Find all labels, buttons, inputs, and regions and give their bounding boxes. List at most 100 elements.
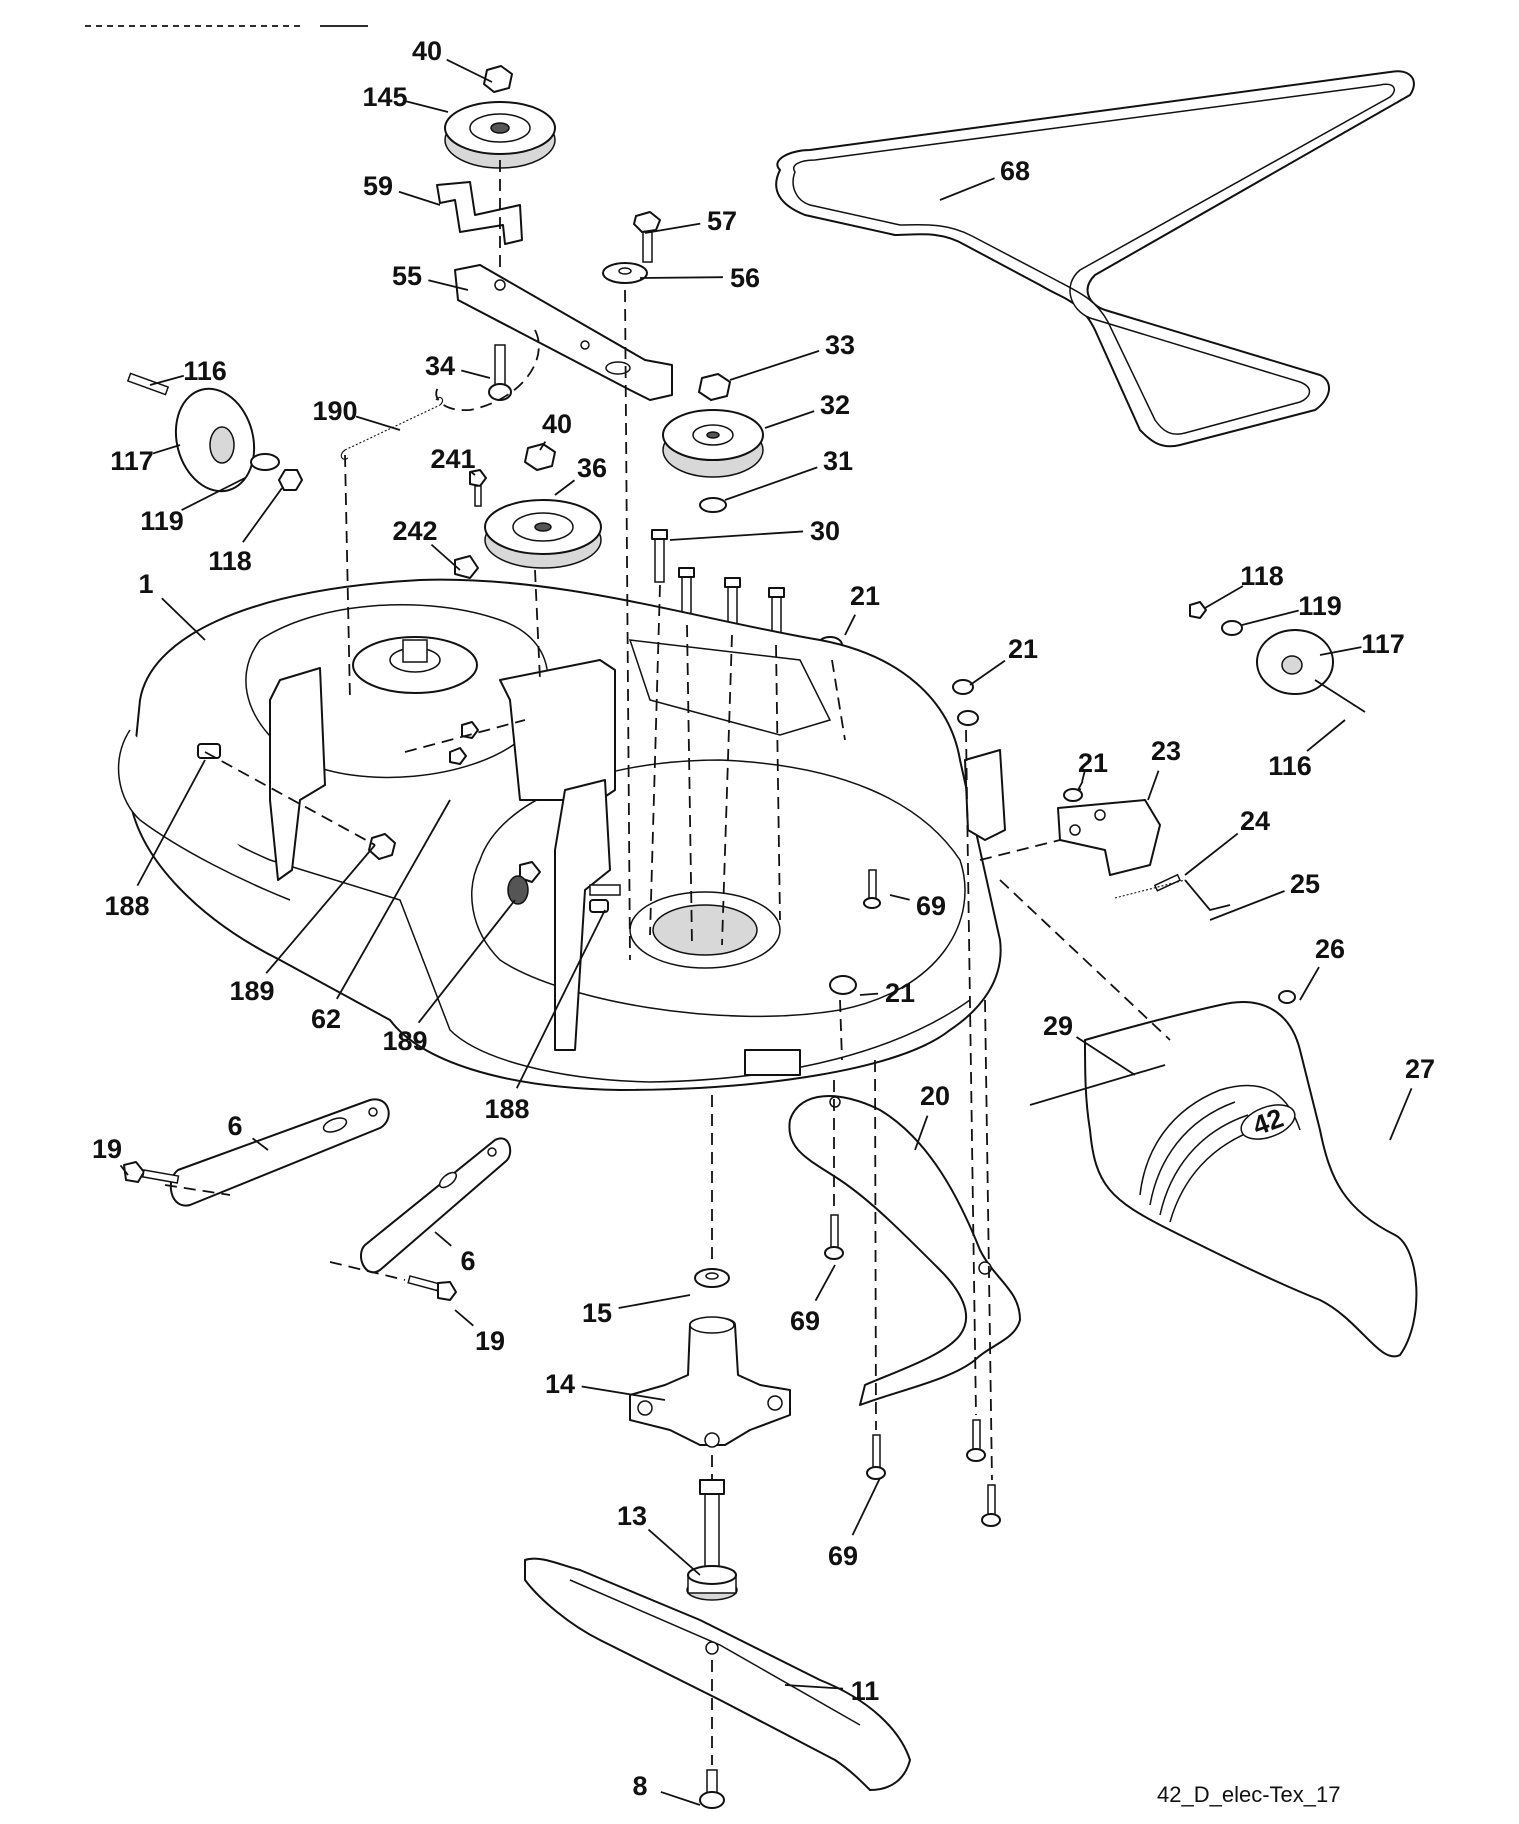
callout-68: 68 <box>1000 156 1030 186</box>
leader-116 <box>149 374 185 386</box>
callout-30: 30 <box>810 516 840 546</box>
leader-1 <box>161 597 206 641</box>
leader-56 <box>639 276 724 279</box>
idler-bracket-59 <box>436 181 523 245</box>
callout-25: 25 <box>1290 869 1320 899</box>
leader-190 <box>355 415 401 431</box>
leader-21 <box>859 992 879 996</box>
nut-189-a <box>368 833 396 860</box>
leader-69 <box>851 1477 881 1536</box>
callout-19: 19 <box>92 1134 122 1164</box>
leader-29 <box>1075 1036 1136 1076</box>
leader-33 <box>729 349 820 381</box>
drive-belt <box>775 70 1415 448</box>
bolt-57 <box>633 211 661 263</box>
idler-pulley-145 <box>444 65 556 169</box>
leader-69 <box>814 1264 836 1302</box>
callout-24: 24 <box>1240 806 1270 836</box>
callout-11: 11 <box>851 1676 880 1706</box>
leader-119 <box>181 477 246 511</box>
discharge-chute-27: 42 <box>1084 1001 1418 1358</box>
leader-31 <box>724 466 818 501</box>
callout-13: 13 <box>617 1501 647 1531</box>
leader-6 <box>434 1231 452 1247</box>
bolt-19-b <box>407 1275 457 1301</box>
callout-190: 190 <box>312 396 357 426</box>
leader-21 <box>969 659 1006 686</box>
callout-20: 20 <box>920 1081 950 1111</box>
leader-6 <box>251 1137 269 1151</box>
leader-117 <box>1319 646 1362 656</box>
callout-62: 62 <box>311 1004 341 1034</box>
leader-27 <box>1389 1087 1413 1141</box>
blade-11 <box>524 1557 911 1791</box>
leader-188 <box>515 909 606 1089</box>
washer-31 <box>699 497 727 513</box>
callout-19: 19 <box>475 1326 505 1356</box>
nut-21-d <box>829 975 857 995</box>
hinge-rod-29 <box>1029 1064 1166 1106</box>
bolt-19-a <box>123 1161 180 1184</box>
leader-19 <box>454 1309 474 1327</box>
washer-56 <box>602 262 648 284</box>
callout-189: 189 <box>229 976 274 1006</box>
gauge-wheel-assembly-left <box>126 372 303 493</box>
callout-27: 27 <box>1405 1054 1435 1084</box>
leader-40 <box>446 58 493 83</box>
callout-26: 26 <box>1315 934 1345 964</box>
leader-23 <box>1147 770 1160 801</box>
leader-32 <box>764 410 815 429</box>
assembly-dashed-lines <box>164 160 1171 1765</box>
leader-68 <box>939 177 995 201</box>
leader-14 <box>581 1385 666 1401</box>
leader-59 <box>398 190 441 206</box>
leader-57 <box>644 222 701 234</box>
nut-21-b <box>952 679 979 726</box>
callout-21: 21 <box>1008 634 1038 664</box>
callout-40: 40 <box>542 409 572 439</box>
callout-241: 241 <box>430 444 475 474</box>
callout-57: 57 <box>707 206 737 236</box>
leader-62 <box>336 799 451 1000</box>
leader-188 <box>136 759 206 887</box>
callout-21: 21 <box>1078 748 1108 778</box>
leader-242 <box>430 543 461 571</box>
callout-117: 117 <box>110 446 154 476</box>
leader-21 <box>844 614 856 636</box>
callout-56: 56 <box>730 263 760 293</box>
deck-housing <box>117 555 1006 1091</box>
leader-119 <box>1241 609 1299 626</box>
bolt-69-a <box>863 869 881 909</box>
callout-23: 23 <box>1151 736 1181 766</box>
leader-20 <box>914 1115 929 1151</box>
leader-118 <box>1204 585 1244 609</box>
nut-33 <box>698 373 731 401</box>
leader-40 <box>539 441 547 451</box>
bolt-241 <box>469 469 487 507</box>
washer-26 <box>1278 990 1296 1004</box>
callout-32: 32 <box>820 390 850 420</box>
leader-21 <box>1077 780 1084 791</box>
leader-118 <box>242 487 283 543</box>
leader-24 <box>1184 832 1239 876</box>
callout-15: 15 <box>582 1298 612 1328</box>
leader-8 <box>660 1791 701 1806</box>
idler-arm-55 <box>454 264 673 401</box>
callout-188: 188 <box>104 891 149 921</box>
spindle-housing-14 <box>629 1316 791 1448</box>
callout-6: 6 <box>227 1111 242 1141</box>
leader-145 <box>406 100 449 113</box>
callout-145: 145 <box>362 82 407 112</box>
callout-242: 242 <box>392 516 437 546</box>
pivot-bolt-188-a <box>197 743 221 759</box>
leader-116 <box>1306 719 1346 752</box>
leader-36 <box>554 479 576 496</box>
callout-21: 21 <box>850 581 880 611</box>
spindle-shaft-13 <box>686 1479 738 1601</box>
leader-189 <box>417 899 516 1024</box>
callout-40: 40 <box>412 36 442 66</box>
callout-69: 69 <box>828 1541 858 1571</box>
callout-118: 118 <box>1240 561 1284 591</box>
nut-21-c <box>1063 788 1083 802</box>
